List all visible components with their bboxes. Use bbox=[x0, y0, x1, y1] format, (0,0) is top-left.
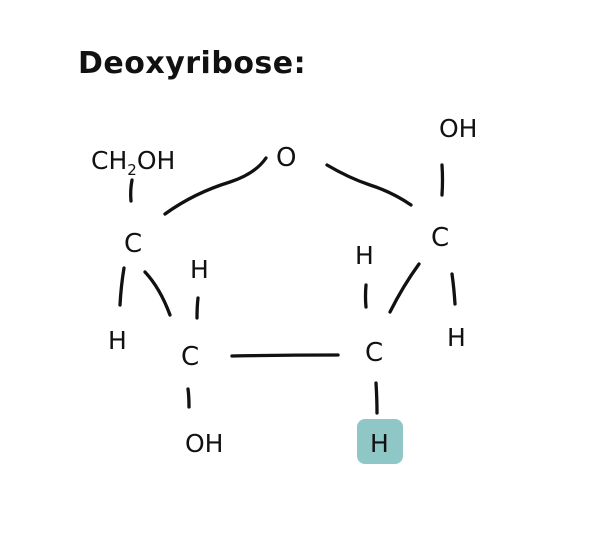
hydrogen-left-outer: H bbox=[108, 326, 127, 355]
bond-bottom-carbons bbox=[230, 353, 340, 358]
carbon-left-bottom: C bbox=[181, 342, 199, 372]
hydroxyl-top-right: OH bbox=[439, 114, 477, 143]
carbon-right-bottom: C bbox=[365, 338, 383, 368]
carbon-right-top: C bbox=[431, 223, 449, 253]
bond-right-carbon-to-oh bbox=[440, 163, 445, 197]
bond-left-carbon-to-h bbox=[118, 266, 126, 307]
hydroxymethyl-group: CH2OH bbox=[91, 146, 175, 179]
ring-oxygen: O bbox=[276, 143, 296, 173]
bond-right-carbon-to-lower-carbon bbox=[388, 262, 421, 314]
bond-lower-right-carbon-to-highlighted-h bbox=[374, 381, 379, 415]
bond-left-carbon-to-bottom-carbon bbox=[143, 270, 172, 317]
bond-oxygen-to-carbon-right bbox=[325, 163, 413, 207]
hydroxymethyl-subscript: 2 bbox=[127, 161, 137, 179]
bond-ch2oh-to-carbon bbox=[129, 178, 134, 203]
hydroxyl-bottom-left: OH bbox=[185, 429, 223, 458]
highlighted-hydrogen: H bbox=[370, 429, 389, 458]
hydroxymethyl-oh: OH bbox=[137, 146, 175, 175]
bond-bottom-left-h bbox=[195, 296, 200, 320]
diagram-title: Deoxyribose: bbox=[78, 46, 306, 81]
hydrogen-right-upper: H bbox=[355, 241, 374, 270]
bond-right-carbon-to-outer-h bbox=[450, 272, 457, 306]
hydrogen-left-upper: H bbox=[190, 255, 209, 284]
carbon-left-top: C bbox=[124, 229, 142, 259]
hydrogen-right-outer: H bbox=[447, 323, 466, 352]
highlighted-hydrogen-box bbox=[357, 419, 403, 464]
bond-bottom-left-oh bbox=[186, 387, 191, 409]
bond-right-top-h bbox=[363, 283, 368, 309]
hydroxymethyl-ch: CH bbox=[91, 146, 127, 175]
bond-carbon-to-oxygen-left bbox=[163, 156, 268, 216]
